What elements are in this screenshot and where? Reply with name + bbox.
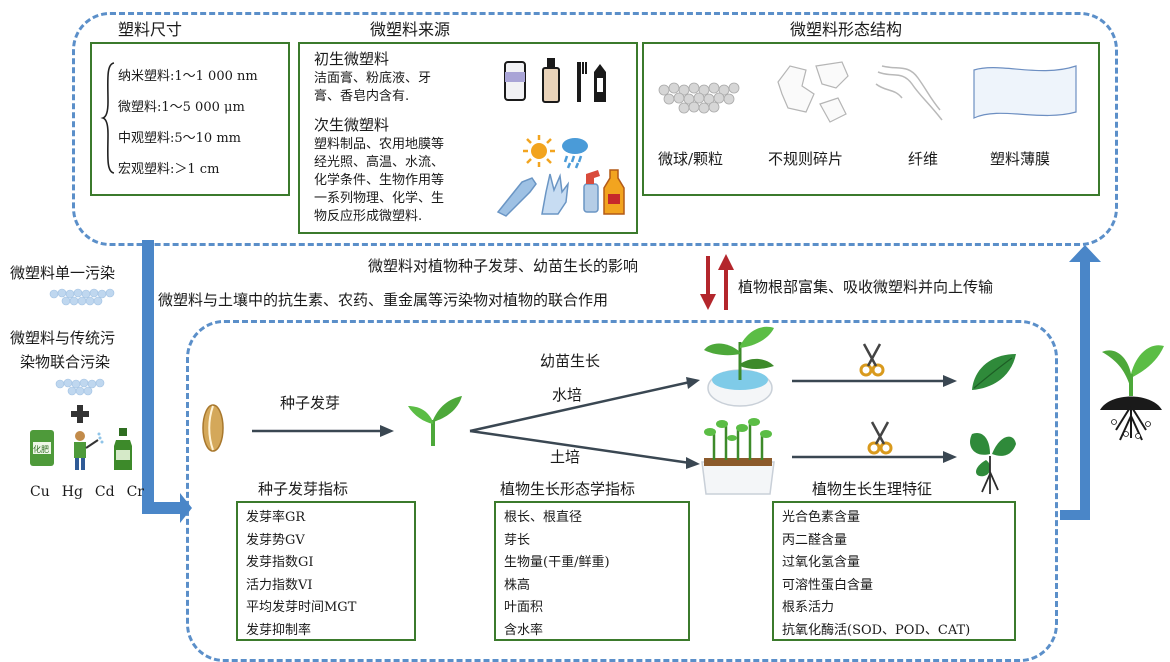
- metal-labels: Cu Hg Cd Cr: [30, 484, 144, 500]
- secondary-desc: 塑料制品、农用地膜等 经光照、高温、水流、 化学条件、生物作用等 一系列物理、化…: [314, 137, 445, 224]
- metal-cu: Cu: [30, 484, 50, 500]
- morph-title: 微塑料形态结构: [790, 20, 903, 39]
- size-macro: 宏观塑料:＞1 cm: [118, 162, 220, 177]
- right-flow-arrow: [1060, 245, 1101, 520]
- seedling-root-icon: [1100, 345, 1164, 441]
- fragment-icon: [777, 61, 849, 123]
- spray-bottle-icon: [583, 170, 600, 213]
- primary-desc: 洁面膏、粉底液、牙 膏、香皂内含有.: [314, 71, 432, 104]
- physio-item: 丙二醛含量: [782, 532, 848, 548]
- size-box: 纳米塑料:1～1 000 nm 微塑料:1～5 000 μm 中观塑料:5～10…: [90, 42, 290, 196]
- source-title: 微塑料来源: [370, 20, 451, 39]
- foundation-bottle-icon: [542, 58, 560, 103]
- size-list: 纳米塑料:1～1 000 nm 微塑料:1～5 000 μm 中观塑料:5～10…: [118, 61, 258, 185]
- microplastic-particles-icon-1: [49, 288, 115, 306]
- seed-icon: [202, 404, 224, 452]
- effect-line-2: 微塑料与土壤中的抗生素、农药、重金属等污染物对植物的联合作用: [158, 291, 609, 309]
- germ-item: 平均发芽时间MGT: [246, 600, 357, 615]
- fiber-icon: [875, 65, 943, 121]
- tube-icon: [504, 61, 526, 101]
- physio-item: 过氧化氢含量: [782, 555, 861, 570]
- top-dashed-frame: [72, 12, 1118, 246]
- left-flow-arrow: [142, 240, 1101, 523]
- scissors-icon-1: [859, 343, 885, 377]
- plastic-bottle-icon: [496, 177, 537, 217]
- soil-label: 土培: [550, 448, 581, 466]
- combined-pollution-label: 微塑料与传统污 染物联合污染: [10, 329, 116, 371]
- morph-sphere-label: 微球/颗粒: [658, 150, 724, 168]
- morph-fragment-label: 不规则碎片: [768, 150, 844, 168]
- effect-line-1: 微塑料对植物种子发芽、幼苗生长的影响: [368, 257, 639, 275]
- metal-cr: Cr: [126, 484, 144, 500]
- size-nano: 纳米塑料:1～1 000 nm: [118, 69, 258, 84]
- germ-item: 发芽指数GI: [246, 555, 314, 570]
- germ-item: 发芽抑制率: [246, 622, 312, 638]
- farmer-spray-icon: [74, 431, 104, 470]
- sprout-icon: [408, 396, 462, 446]
- microplastic-particles-icon-2: [55, 378, 105, 396]
- film-icon: [973, 65, 1077, 119]
- root-leaf-icon: [970, 432, 1016, 494]
- scissors-icon-2: [867, 421, 893, 455]
- germ-item: 发芽势GV: [246, 532, 305, 548]
- germ-item: 发芽率GR: [246, 510, 306, 525]
- morph-fiber-label: 纤维: [908, 150, 939, 168]
- microsphere-icon: [658, 82, 740, 114]
- morph-item: 根长、根直径: [504, 510, 583, 525]
- morph-item: 含水率: [504, 622, 544, 638]
- physio-box: 光合色素含量 丙二醛含量 过氧化氢含量 可溶性蛋白含量 根系活力 抗氧化酶活(S…: [772, 501, 1016, 641]
- brace-icon: [100, 62, 115, 174]
- red-down-arrow: [700, 256, 716, 310]
- sun-icon: [523, 135, 555, 167]
- glove-icon: [541, 173, 570, 215]
- physio-item: 可溶性蛋白含量: [782, 577, 874, 593]
- physio-item: 光合色素含量: [782, 510, 861, 525]
- physio-item: 根系活力: [782, 600, 835, 615]
- hydroponic-label: 水培: [552, 386, 583, 404]
- physio-item: 抗氧化酶活(SOD、POD、CAT): [782, 622, 971, 638]
- oil-bottle-icon: [603, 169, 625, 215]
- size-micro: 微塑料:1～5 000 μm: [118, 100, 245, 115]
- fertilizer-label: 化肥: [33, 445, 49, 454]
- morph-indicators-box: 根长、根直径 芽长 生物量(干重/鲜重) 株高 叶面积 含水率: [494, 501, 690, 641]
- soil-pot-plant-icon: [701, 418, 775, 495]
- seedling-label: 幼苗生长: [540, 352, 601, 370]
- morph-item: 芽长: [504, 532, 531, 548]
- germ-indicators-title: 种子发芽指标: [258, 480, 349, 498]
- toothbrush-toothpaste-icon: [577, 62, 606, 102]
- morph-item: 叶面积: [504, 600, 544, 615]
- morph-indicators-title: 植物生长形态学指标: [500, 480, 636, 498]
- primary-title: 初生微塑料: [314, 50, 390, 68]
- red-up-arrow: [718, 254, 734, 310]
- metal-hg: Hg: [61, 484, 83, 500]
- morph-box: 微球/颗粒 不规则碎片 纤维 塑料薄膜: [642, 42, 1100, 196]
- pesticide-bottle-icon: [114, 428, 132, 470]
- size-title: 塑料尺寸: [118, 20, 183, 39]
- physio-title: 植物生长生理特征: [812, 480, 933, 498]
- hydroponic-plant-icon: [704, 326, 774, 407]
- leaf-icon: [972, 354, 1016, 390]
- secondary-title: 次生微塑料: [314, 116, 390, 134]
- plus-icon: [71, 405, 89, 423]
- size-meso: 中观塑料:5～10 mm: [118, 131, 241, 146]
- germ-indicators-box: 发芽率GR 发芽势GV 发芽指数GI 活力指数VI 平均发芽时间MGT 发芽抑制…: [236, 501, 416, 641]
- morph-item: 株高: [504, 577, 531, 593]
- morph-film-label: 塑料薄膜: [990, 150, 1051, 168]
- fertilizer-bag-icon: [30, 430, 54, 466]
- single-pollution-label: 微塑料单一污染: [10, 264, 116, 282]
- morph-item: 生物量(干重/鲜重): [504, 555, 610, 570]
- metal-cd: Cd: [94, 484, 115, 500]
- rain-cloud-icon: [562, 138, 588, 169]
- germination-label: 种子发芽: [280, 394, 341, 412]
- germ-item: 活力指数VI: [246, 577, 313, 593]
- uptake-line: 植物根部富集、吸收微塑料并向上传输: [738, 278, 994, 296]
- source-box: 初生微塑料 洁面膏、粉底液、牙 膏、香皂内含有. 次生微塑料 塑料制品、农用地膜…: [298, 42, 638, 234]
